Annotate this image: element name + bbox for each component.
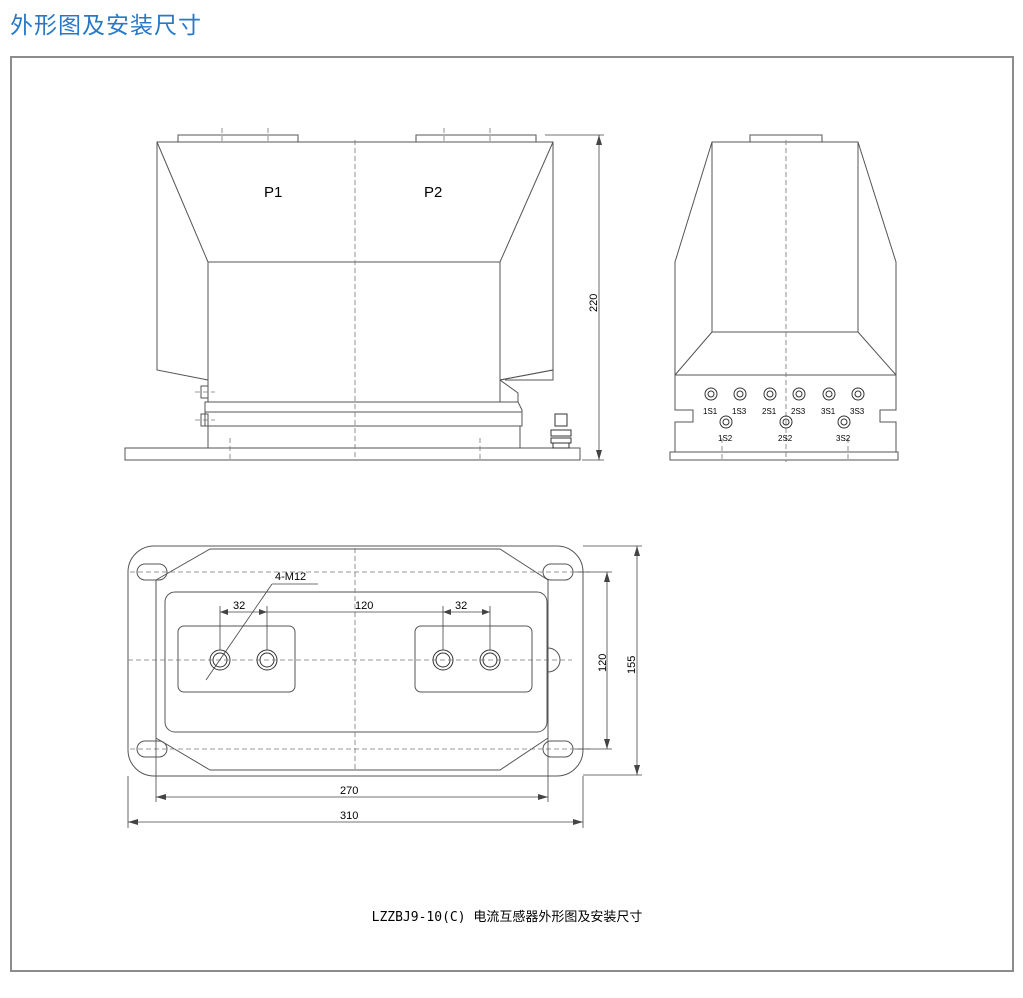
terminal-3s1: 3S1 xyxy=(821,387,836,416)
dim-inner-width: 270 xyxy=(340,785,358,797)
dim-spacing-right: 32 xyxy=(455,600,467,612)
side-view: 1S1 1S3 2S1 2S3 3S1 3S3 1S2 2S2 xyxy=(669,134,899,462)
terminal-1s1: 1S1 xyxy=(703,387,718,416)
terminal-label-p2: P2 xyxy=(424,184,442,201)
svg-text:3S1: 3S1 xyxy=(821,407,836,416)
dim-outer-width: 310 xyxy=(340,810,358,822)
dim-spacing-mid: 120 xyxy=(355,600,373,612)
front-top-plate-right xyxy=(415,134,537,143)
dim-outer-height: 155 xyxy=(626,656,638,674)
front-base-plate xyxy=(124,447,581,461)
svg-text:1S1: 1S1 xyxy=(703,407,718,416)
drawing-caption: LZZBJ9-10(C) 电流互感器外形图及安装尺寸 xyxy=(372,909,643,925)
terminal-window-right xyxy=(414,625,533,693)
dim-spacing-left: 32 xyxy=(233,600,245,612)
svg-text:2S3: 2S3 xyxy=(791,407,806,416)
front-lower-body xyxy=(207,261,501,403)
svg-text:3S2: 3S2 xyxy=(836,434,851,443)
terminal-3s3: 3S3 xyxy=(850,387,865,416)
front-base-band xyxy=(204,401,523,427)
ground-bolt-icon xyxy=(554,413,568,427)
dim-height-220: 220 xyxy=(588,294,600,312)
svg-text:2S2: 2S2 xyxy=(778,434,793,443)
terminal-label-p1: P1 xyxy=(264,184,282,201)
terminal-window-left xyxy=(177,625,296,693)
top-base-plate xyxy=(127,545,584,777)
top-octagon-body xyxy=(155,548,549,771)
svg-text:1S3: 1S3 xyxy=(732,407,747,416)
terminal-2s1: 2S1 xyxy=(762,387,777,416)
drawing-frame xyxy=(10,56,1014,972)
dim-inner-height: 120 xyxy=(597,654,609,672)
svg-text:3S3: 3S3 xyxy=(850,407,865,416)
front-top-plate-left xyxy=(177,134,299,143)
svg-text:2S1: 2S1 xyxy=(762,407,777,416)
terminal-1s3: 1S3 xyxy=(732,387,747,416)
terminal-3s2: 3S2 xyxy=(836,415,851,443)
side-upper-body xyxy=(674,141,897,376)
terminal-2s3: 2S3 xyxy=(791,387,806,416)
terminal-2s2: 2S2 xyxy=(778,415,793,443)
front-view: P1 P2 220 xyxy=(124,128,604,462)
page-title: 外形图及安装尺寸 xyxy=(10,13,202,39)
top-view: 4-M12 32 120 32 120 155 270 xyxy=(127,545,642,828)
bolt-label-4m12: 4-M12 xyxy=(275,571,306,583)
terminal-1s2: 1S2 xyxy=(718,415,733,443)
svg-text:1S2: 1S2 xyxy=(718,434,733,443)
